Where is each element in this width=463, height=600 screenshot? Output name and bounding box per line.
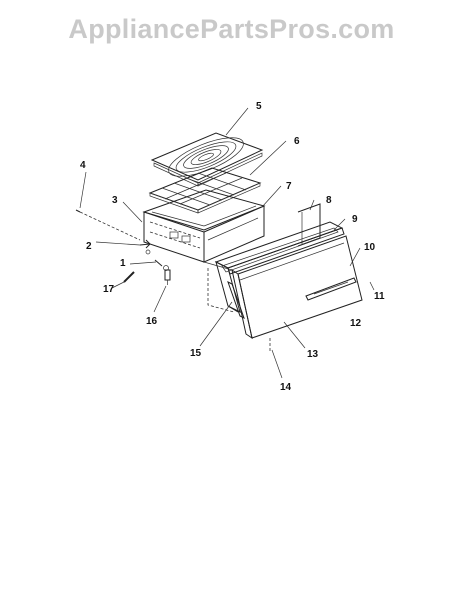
callout-9: 9: [352, 214, 358, 225]
part-6-grate: [148, 167, 262, 214]
callout-15: 15: [190, 348, 202, 359]
callout-12: 12: [350, 318, 362, 329]
callout-3: 3: [112, 195, 118, 206]
callout-13: 13: [307, 349, 319, 360]
callout-10: 10: [364, 242, 376, 253]
part-7-drip-pan: [142, 189, 266, 231]
part-10-door-handle: [305, 277, 357, 301]
callout-7: 7: [286, 181, 292, 192]
callout-17: 17: [103, 284, 115, 295]
part-15-trim: [227, 280, 245, 320]
leader-lines: [79, 107, 375, 379]
part-9-gasket: [214, 221, 345, 313]
part-4-rod: [75, 209, 141, 241]
part-3-drawer-housing: [143, 205, 265, 263]
callout-16: 16: [146, 316, 158, 327]
part-5-top-plate: [150, 132, 264, 187]
callout-11: 11: [374, 291, 385, 302]
part-2-hinge: [139, 239, 151, 255]
callout-6: 6: [294, 136, 300, 147]
watermark-text: AppliancePartsPros.com: [68, 14, 395, 44]
callout-14: 14: [280, 382, 292, 393]
callout-1: 1: [120, 258, 126, 269]
callout-2: 2: [86, 241, 92, 252]
drawer-body: [203, 261, 235, 313]
callout-4: 4: [80, 160, 86, 171]
part-17-pin: [123, 271, 135, 283]
part-1-clip: [154, 259, 169, 271]
callout-8: 8: [326, 195, 332, 206]
callout-5: 5: [256, 101, 262, 112]
part-16-screw: [164, 269, 171, 285]
part-13-door-panel: [231, 235, 363, 340]
